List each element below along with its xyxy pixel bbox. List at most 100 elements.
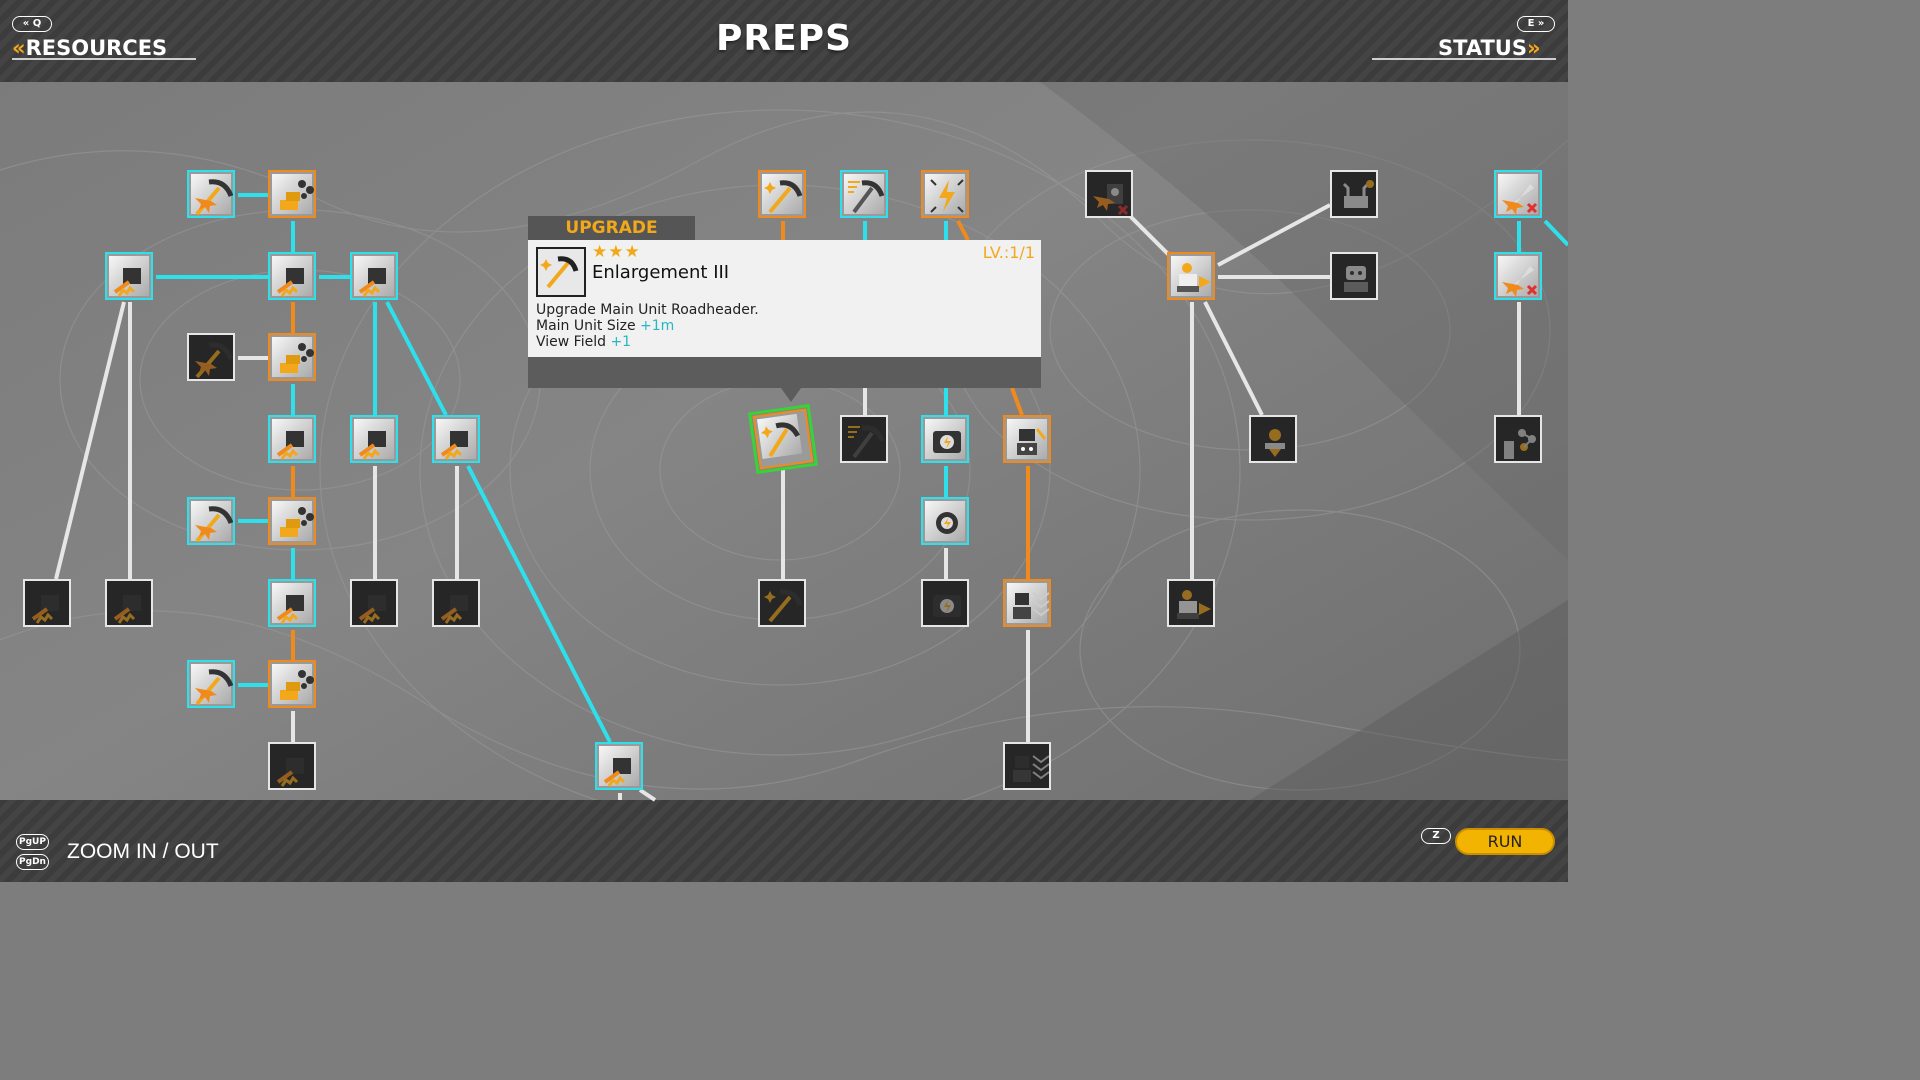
skill-node-robot-armor[interactable] — [1003, 579, 1051, 627]
e-key-label: E — [1527, 18, 1535, 29]
robot-armor-icon — [1007, 746, 1049, 786]
pickaxe-explosion-icon — [191, 501, 233, 543]
chevron-right-icon: » — [1526, 36, 1541, 60]
header-bar — [0, 0, 1568, 82]
skill-node-drill-robot[interactable] — [1167, 579, 1215, 627]
skill-node-drill-upgrade[interactable] — [105, 579, 153, 627]
skill-node-claw-robot[interactable] — [1330, 170, 1378, 218]
drill-upgrade-icon — [436, 419, 476, 460]
battery-icon — [925, 419, 965, 459]
skill-node-drill-upgrade[interactable] — [432, 579, 480, 627]
skill-node-pickaxe-explosion[interactable] — [187, 170, 235, 218]
skill-node-drill-upgrade[interactable] — [268, 579, 316, 627]
stat-label: Main Unit Size — [536, 318, 636, 334]
skill-node-ore-transform[interactable] — [268, 170, 316, 218]
stat-value: +1m — [640, 318, 675, 334]
pickaxe-explosion-icon — [191, 664, 233, 706]
resources-nav[interactable]: «RESOURCES — [12, 36, 167, 60]
skill-node-missile-cancel[interactable] — [1494, 170, 1542, 218]
skill-node-pickaxe-explosion[interactable] — [187, 333, 235, 381]
skill-node-ore-transform[interactable] — [268, 660, 316, 708]
status-nav-label: STATUS — [1438, 36, 1527, 60]
drill-upgrade-icon — [599, 746, 639, 787]
pickaxe-sparkle-icon — [536, 247, 586, 297]
tooltip-footer — [528, 357, 1041, 388]
skill-node-ore-transform[interactable] — [268, 497, 316, 545]
robot-explosion-icon — [1089, 174, 1129, 216]
skill-node-molecule-tank[interactable] — [1494, 415, 1542, 463]
resources-underline — [12, 58, 196, 60]
status-underline — [1372, 58, 1556, 60]
drill-upgrade-icon — [436, 583, 476, 624]
drill-upgrade-icon — [109, 583, 149, 624]
q-key-label: Q — [32, 18, 42, 29]
skill-node-drill-upgrade[interactable] — [105, 252, 153, 300]
ore-transform-icon — [272, 337, 314, 377]
chevron-left-icon: « — [12, 36, 26, 60]
skill-node-robot-head[interactable] — [1330, 252, 1378, 300]
upgrade-tooltip: UPGRADE ★★★ Enlargement III LV.:1/1 Upgr… — [528, 216, 1041, 402]
skill-node-drill-robot[interactable] — [1167, 252, 1215, 300]
pickaxe-sparkle-icon — [757, 413, 803, 460]
skill-node-battery[interactable] — [921, 415, 969, 463]
skill-node-drill-upgrade[interactable] — [350, 579, 398, 627]
run-button[interactable]: RUN — [1455, 828, 1555, 855]
pickaxe-sparkle-icon — [762, 174, 803, 214]
skill-node-pickaxe-sparkle[interactable] — [758, 170, 806, 218]
drill-upgrade-icon — [272, 746, 312, 787]
z-key-hint: Z — [1421, 828, 1451, 844]
footer-bar — [0, 800, 1568, 882]
skill-node-drill-upgrade[interactable] — [595, 742, 643, 790]
skill-node-robot-armor[interactable] — [1003, 742, 1051, 790]
drill-robot-icon — [1171, 256, 1211, 296]
skill-node-battery[interactable] — [921, 579, 969, 627]
skill-node-gear-energy[interactable] — [921, 497, 969, 545]
drill-robot-icon — [1171, 583, 1211, 623]
skill-node-ore-transform[interactable] — [268, 333, 316, 381]
skill-node-drill-upgrade[interactable] — [268, 252, 316, 300]
e-key-hint: E » — [1517, 16, 1555, 32]
ore-transform-icon — [272, 501, 314, 541]
pickaxe-speed-icon — [844, 174, 885, 214]
skill-node-missile-cancel[interactable] — [1494, 252, 1542, 300]
upgrade-level: LV.:1/1 — [982, 243, 1035, 262]
skill-tree-links — [54, 193, 1568, 802]
skill-node-drill-upgrade[interactable] — [432, 415, 480, 463]
skill-node-drill-upgrade[interactable] — [350, 415, 398, 463]
status-nav[interactable]: STATUS» — [1438, 36, 1541, 60]
skill-node-robot-drill[interactable] — [1003, 415, 1051, 463]
q-key-hint: « Q — [12, 16, 52, 32]
drill-upgrade-icon — [272, 256, 312, 297]
stat-view-field: View Field +1 — [536, 334, 631, 350]
skill-node-enlargement-iii-selected[interactable] — [747, 403, 819, 475]
tooltip-body: ★★★ Enlargement III LV.:1/1 Upgrade Main… — [528, 240, 1041, 357]
robot-drill-icon — [1007, 419, 1047, 459]
tooltip-pointer — [781, 388, 801, 402]
pgdn-key-hint: PgDn — [16, 854, 49, 870]
skill-node-pickaxe-sparkle[interactable] — [758, 579, 806, 627]
claw-robot-icon — [1334, 174, 1374, 214]
drill-upgrade-icon — [109, 256, 149, 297]
skill-node-drill-upgrade[interactable] — [350, 252, 398, 300]
skill-node-beacon[interactable] — [1249, 415, 1297, 463]
gear-energy-icon — [925, 501, 965, 541]
energy-burst-icon — [925, 174, 965, 214]
skill-node-pickaxe-explosion[interactable] — [187, 497, 235, 545]
double-right-arrow-icon: » — [1537, 18, 1545, 29]
missile-cancel-icon — [1498, 174, 1538, 215]
double-left-arrow-icon: « — [22, 18, 30, 29]
skill-node-pickaxe-explosion[interactable] — [187, 660, 235, 708]
skill-node-pickaxe-speed[interactable] — [840, 170, 888, 218]
skill-node-energy-burst[interactable] — [921, 170, 969, 218]
game-screen: « Q «RESOURCES PREPS E » STATUS» — [0, 0, 1568, 882]
rarity-stars: ★★★ — [592, 242, 641, 262]
skill-node-robot-explosion[interactable] — [1085, 170, 1133, 218]
stat-value: +1 — [610, 334, 632, 350]
pgup-key-hint: PgUP — [16, 834, 49, 850]
skill-node-drill-upgrade[interactable] — [268, 742, 316, 790]
skill-node-drill-upgrade[interactable] — [23, 579, 71, 627]
molecule-tank-icon — [1498, 419, 1538, 459]
stat-main-unit-size: Main Unit Size +1m — [536, 318, 674, 334]
skill-node-drill-upgrade[interactable] — [268, 415, 316, 463]
skill-node-pickaxe-speed[interactable] — [840, 415, 888, 463]
